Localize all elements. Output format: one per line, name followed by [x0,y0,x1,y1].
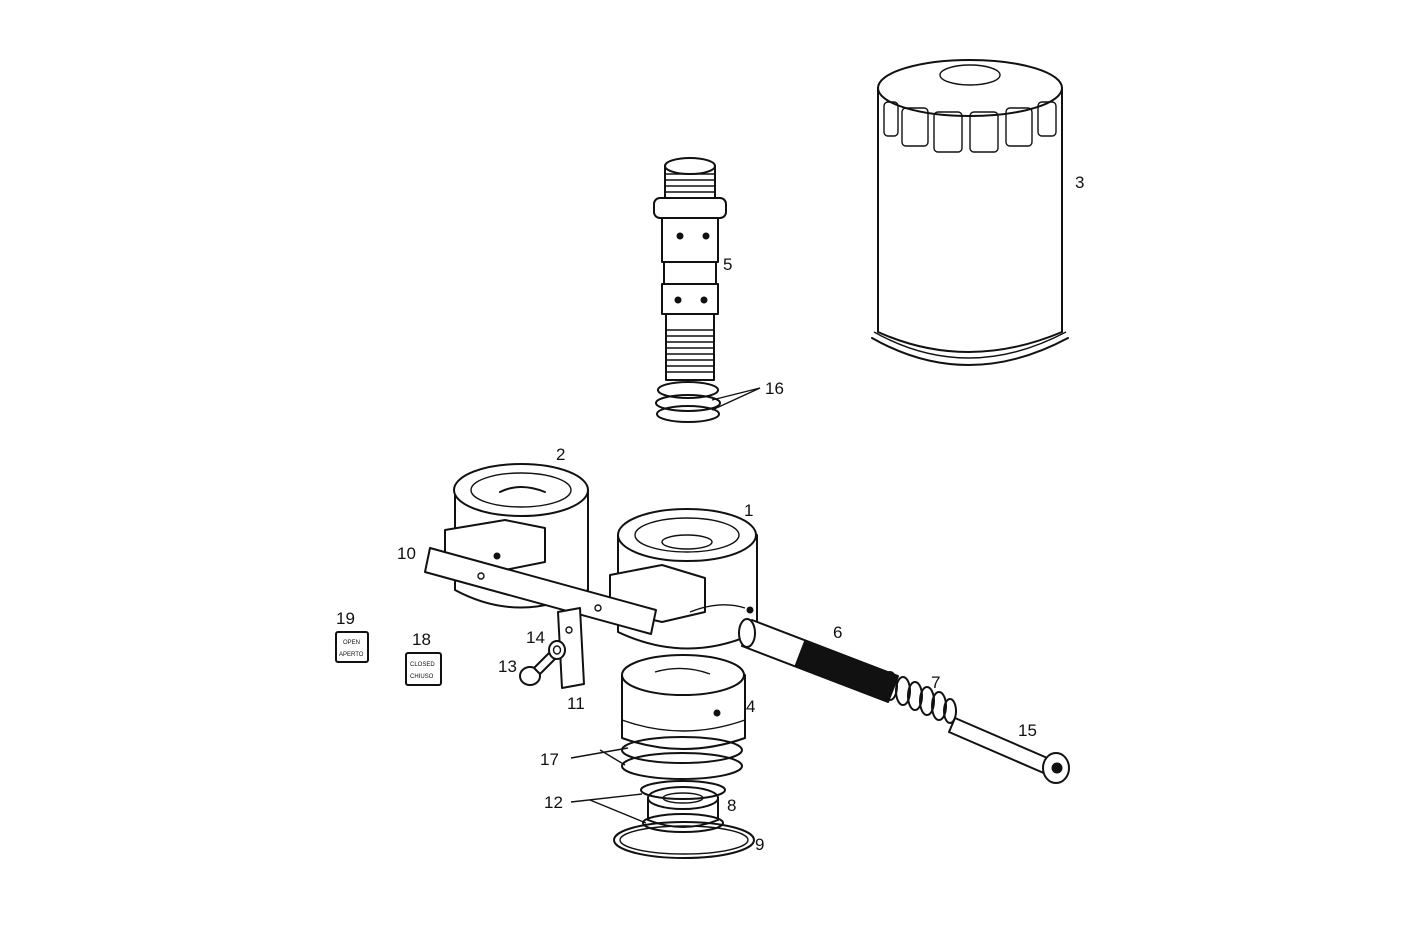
callout-12: 12 [544,793,563,812]
open-tag-text: OPEN [343,640,360,646]
callout-19: 19 [336,609,355,628]
closed-tag-text: CLOSED [410,662,435,668]
callout-10: 10 [397,544,416,563]
callout-6: 6 [833,623,842,642]
cap-screw [948,717,1070,784]
leader-lines [570,387,761,824]
closed-tag: CLOSED CHIUSO [405,652,442,686]
closed-tag-subtext: CHIUSO [410,674,434,680]
callout-14: 14 [526,628,545,647]
filter-grip-pads [883,101,1057,153]
callout-2: 2 [556,445,565,464]
screw-washer [548,640,566,660]
callout-1: 1 [744,501,753,520]
callout-4: 4 [746,697,755,716]
stem-thread-top [665,173,715,193]
small-o-rings [640,780,726,833]
callout-5: 5 [723,255,732,274]
indicator-plate [557,607,585,689]
open-tag-subtext: APERTO [339,652,364,658]
callout-3: 3 [1075,173,1084,192]
mounting-bracket [424,547,657,635]
callout-17: 17 [540,750,559,769]
spring [882,671,957,724]
callout-16: 16 [765,379,784,398]
large-seal-rings [621,736,743,780]
stem-o-rings [655,381,721,423]
open-tag: OPEN APERTO [335,631,369,663]
valve-stem [653,157,727,381]
retaining-ring [647,786,719,828]
callout-13: 13 [498,657,517,676]
callout-8: 8 [727,796,736,815]
callout-labels: 1 2 3 4 5 6 7 8 9 10 11 12 13 14 15 16 1… [336,173,1084,854]
callout-7: 7 [931,673,940,692]
callout-15: 15 [1018,721,1037,740]
callout-18: 18 [412,630,431,649]
bottom-gasket [613,821,755,859]
valve-body [621,654,746,750]
spindle [738,618,899,703]
oil-filter-cartridge [871,59,1069,366]
stem-thread-bottom [666,329,714,373]
callout-9: 9 [755,835,764,854]
callout-11: 11 [567,694,585,713]
